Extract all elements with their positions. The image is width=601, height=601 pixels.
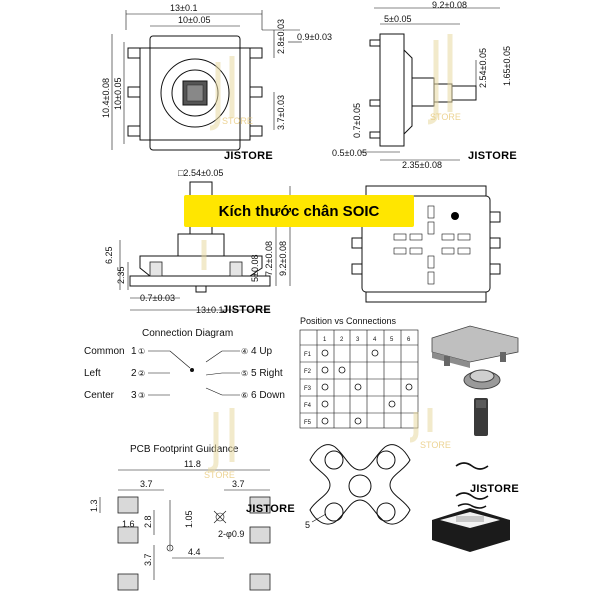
dim-fp-13: 1.3: [89, 499, 99, 512]
row-f4: F4: [304, 403, 312, 409]
dim-pin-07: 0.7±0.03: [140, 293, 175, 303]
dim-width-inner: 10±0.05: [178, 15, 210, 25]
dim-width-13: 13±0.1: [196, 305, 223, 315]
dim-h-235: 2.35: [116, 266, 126, 284]
dim-h-72: 7.2±0.08: [264, 241, 274, 276]
pin-left-num: 2: [131, 368, 137, 379]
dim-fp-28: 2.8: [143, 515, 153, 528]
brand-label-2: JISTORE: [468, 150, 517, 162]
watermark-text-2: STORE: [430, 112, 461, 122]
dim-h-5: 5±0.08: [250, 255, 260, 282]
pin-common-num: 1: [131, 346, 137, 357]
brand-label-4: JISTORE: [246, 503, 295, 515]
watermark-text-3: STORE: [420, 440, 451, 450]
col-5: 5: [390, 337, 394, 343]
brand-label-3: JISTORE: [222, 304, 271, 316]
col-2: 2: [340, 337, 344, 343]
dim-fp-37-left: 3.7: [140, 479, 153, 489]
dim-fp-105: 1.05: [184, 510, 194, 528]
position-table-title: Position vs Connections: [300, 316, 397, 326]
row-f1: F1: [304, 352, 312, 358]
actuator-flower-drawing: 5: [305, 444, 411, 530]
pin-right-label: 5 Right: [251, 368, 283, 379]
pin-common-label: Common: [84, 346, 125, 357]
watermark-text-4: STORE: [204, 470, 235, 480]
pin-left-label: Left: [84, 368, 101, 379]
dim-base: 2.35±0.08: [402, 160, 442, 170]
dim-thickness: 0.7±0.05: [352, 103, 362, 138]
brand-label-5: JISTORE: [470, 483, 519, 495]
col-3: 3: [356, 337, 360, 343]
pcb-footprint-drawing: PCB Footprint Guidance 11.8 3.7 3.7 1.3 …: [89, 444, 295, 591]
elevation-drawing: □2.54±0.05 6.25 2.35 7.2±0.08 9.2±0.08 5…: [104, 168, 291, 316]
table-markers: [321, 349, 413, 425]
dim-width-outer: 13±0.1: [170, 3, 197, 13]
row-f5: F5: [304, 420, 312, 426]
dim-pin-width: 0.9±0.03: [297, 32, 332, 42]
flower-dim-label: 5: [305, 520, 310, 530]
connection-title: Connection Diagram: [142, 328, 233, 339]
watermark-logo: STORE STORE STORE STORE: [201, 34, 461, 480]
pin-left-sym: ②: [138, 369, 145, 378]
dim-pin-gap: 3.7±0.03: [276, 95, 286, 130]
connection-diagram: Connection Diagram Common 1 ① Left 2 ② C…: [84, 328, 285, 401]
pin-common-sym: ①: [138, 347, 145, 356]
dim-fp-16: 1.6: [122, 519, 135, 529]
dim-height-outer: 10.4±0.08: [101, 78, 111, 118]
side-view-drawing: 9.2±0.08 5±0.05 2.54±0.05 1.65±0.05 0.7±…: [332, 0, 517, 170]
col-4: 4: [373, 337, 377, 343]
dim-fp-44: 4.4: [188, 547, 201, 557]
spring-contacts: [455, 462, 489, 509]
row-f2: F2: [304, 369, 312, 375]
watermark-text-1: STORE: [222, 116, 253, 126]
dim-top-width: 5±0.05: [384, 14, 411, 24]
pin-center-num: 3: [131, 390, 137, 401]
dim-fp-118: 11.8: [184, 459, 201, 469]
dim-height-inner: 10±0.05: [113, 78, 123, 110]
dim-fp-37-right: 3.7: [232, 479, 245, 489]
dim-stem-size: □2.54±0.05: [178, 168, 223, 178]
brand-label-1: JISTORE: [224, 150, 273, 162]
dim-total-width: 9.2±0.08: [432, 0, 467, 10]
exploded-parts-illustration: JISTORE: [431, 325, 519, 552]
pin-down-label: 6 Down: [251, 390, 285, 401]
dim-foot: 0.5±0.05: [332, 148, 367, 158]
dim-fp-hole: 2-φ0.9: [218, 529, 244, 539]
top-view-drawing: 13±0.1 10±0.05 10.4±0.08 10±0.05 2.8±0.0…: [101, 3, 332, 162]
dim-pin-height: 2.8±0.03: [276, 19, 286, 54]
row-f3: F3: [304, 386, 312, 392]
col-1: 1: [323, 337, 327, 343]
dim-stem-height: 2.54±0.05: [478, 48, 488, 88]
dim-fp-37-vert: 3.7: [143, 553, 153, 566]
dim-h-625: 6.25: [104, 246, 114, 264]
footprint-title: PCB Footprint Guidance: [130, 444, 239, 455]
position-table: Position vs Connections 1 2 3 4 5 6 F1 F…: [299, 316, 419, 429]
pin-center-sym: ③: [138, 391, 145, 400]
pin-up-sym: ④: [241, 347, 248, 356]
dim-h-92: 9.2±0.08: [278, 241, 288, 276]
soic-banner: Kích thước chân SOIC: [184, 195, 414, 227]
pin-down-sym: ⑥: [241, 391, 248, 400]
pin-right-sym: ⑤: [241, 369, 248, 378]
dim-stem-height-2: 1.65±0.05: [502, 46, 512, 86]
col-6: 6: [407, 337, 411, 343]
pin-center-label: Center: [84, 390, 115, 401]
pin-up-label: 4 Up: [251, 346, 273, 357]
